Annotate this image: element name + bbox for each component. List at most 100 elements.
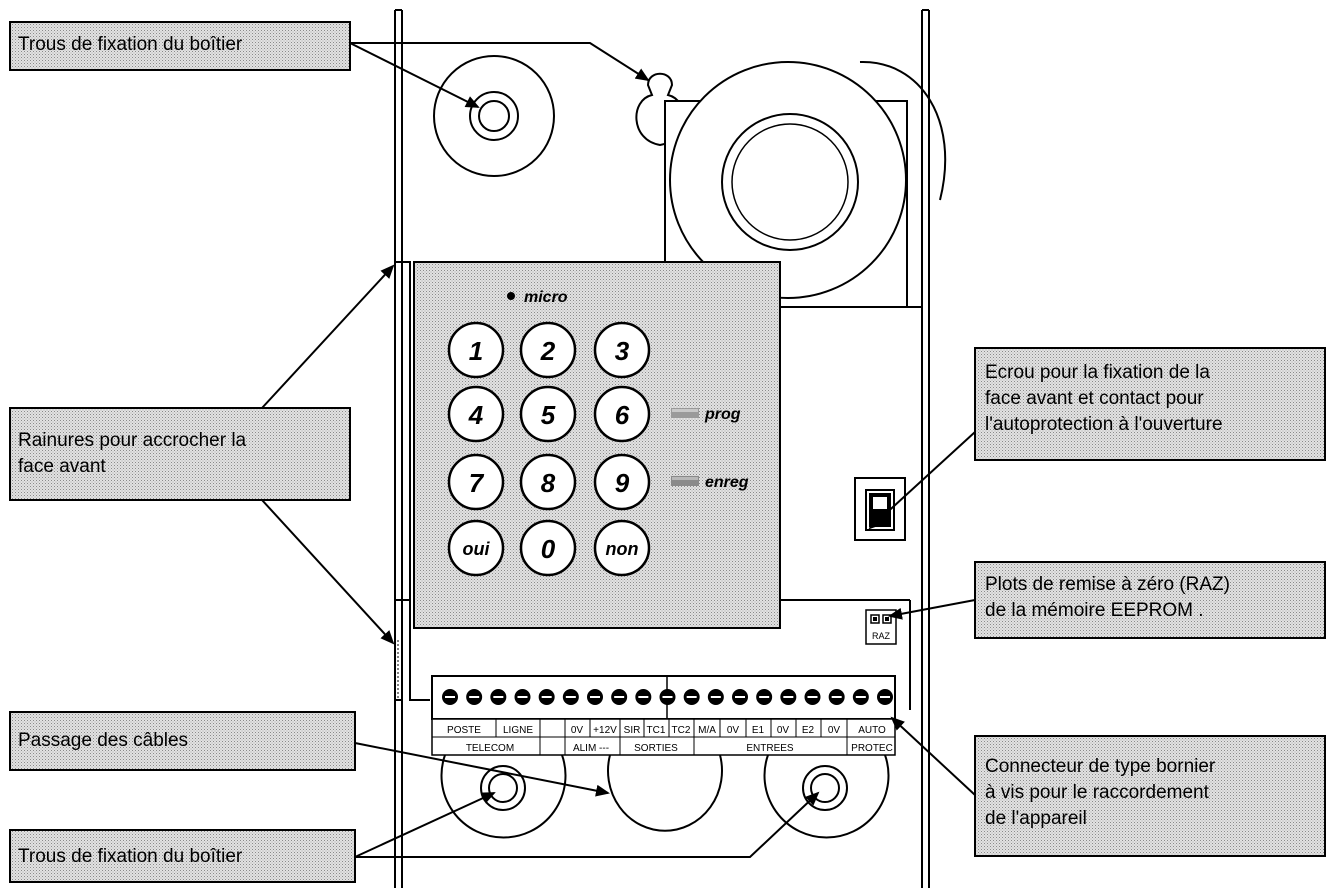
term-label-12v: +12V (593, 725, 617, 736)
enreg-label: enreg (705, 474, 749, 491)
term-label-auto: AUTO (858, 725, 886, 736)
micro-dot (507, 292, 515, 300)
terminal-screw (538, 689, 555, 705)
tamper-switch (854, 477, 906, 541)
term-label-e2: E2 (802, 725, 815, 736)
enclosure (394, 9, 930, 888)
fixation-hole-bottom-right (763, 754, 890, 839)
prog-label: prog (704, 406, 741, 423)
term-label-0v-d: 0V (828, 725, 841, 736)
terminal-screw (852, 689, 869, 705)
svg-text:de l'appareil: de l'appareil (985, 808, 1087, 829)
svg-text:face avant et contact pour: face avant et contact pour (985, 388, 1204, 409)
raz-label: RAZ (872, 631, 891, 641)
terminal-screw (707, 689, 724, 705)
prog-led: prog (671, 406, 741, 423)
callout-ecrou: Ecrou pour la fixation de la face avant … (974, 347, 1326, 461)
svg-text:0: 0 (541, 534, 556, 564)
terminal-screw (659, 689, 676, 705)
terminal-screw (804, 689, 821, 705)
svg-text:face avant: face avant (18, 456, 106, 477)
svg-text:Ecrou pour la fixation de la: Ecrou pour la fixation de la (985, 362, 1210, 383)
svg-text:Trous de fixation du boîtier: Trous de fixation du boîtier (18, 34, 243, 55)
terminal-screws (442, 689, 893, 705)
svg-text:Connecteur de type bornier: Connecteur de type bornier (985, 756, 1216, 777)
fixation-hole-top-left (433, 55, 555, 177)
term-label-0v-c: 0V (777, 725, 790, 736)
svg-text:non: non (606, 539, 639, 559)
svg-text:8: 8 (541, 468, 556, 498)
speaker (664, 60, 947, 308)
svg-text:oui: oui (463, 539, 491, 559)
key-2[interactable]: 2 (519, 321, 577, 379)
terminal-screw (756, 689, 773, 705)
svg-text:Trous de fixation du boîtier: Trous de fixation du boîtier (18, 846, 243, 867)
terminal-screw (490, 689, 507, 705)
svg-text:2: 2 (540, 336, 556, 366)
term-label-0v-a: 0V (571, 725, 584, 736)
term-group-entrees: ENTREES (746, 743, 794, 754)
svg-text:5: 5 (541, 400, 556, 430)
key-0[interactable]: 0 (519, 519, 577, 577)
term-label-0v-b: 0V (727, 725, 740, 736)
svg-text:6: 6 (615, 400, 630, 430)
fixation-hole-bottom-left (440, 754, 567, 839)
terminal-block: POSTE LIGNE 0V +12V SIR TC1 TC2 M/A 0V E… (431, 675, 896, 756)
key-4[interactable]: 4 (447, 385, 505, 443)
key-7[interactable]: 7 (447, 453, 505, 511)
svg-text:4: 4 (468, 400, 484, 430)
svg-text:Passage des câbles: Passage des câbles (18, 730, 188, 751)
callout-plots: Plots de remise à zéro (RAZ) de la mémoi… (974, 561, 1326, 639)
key-5[interactable]: 5 (519, 385, 577, 443)
keypad-keys[interactable]: 1 2 3 4 5 6 7 8 (447, 321, 651, 577)
cable-passage (607, 754, 723, 832)
term-group-sorties: SORTIES (634, 743, 678, 754)
callout-trous-top: Trous de fixation du boîtier (9, 21, 351, 71)
term-label-sir: SIR (624, 725, 641, 736)
key-6[interactable]: 6 (593, 385, 651, 443)
svg-text:9: 9 (615, 468, 630, 498)
term-label-tc2: TC2 (672, 725, 691, 736)
terminal-screw (466, 689, 483, 705)
key-3[interactable]: 3 (593, 321, 651, 379)
terminal-screw (828, 689, 845, 705)
svg-text:1: 1 (469, 336, 483, 366)
terminal-screw (442, 689, 458, 705)
key-non[interactable]: non (593, 519, 651, 577)
callout-rainures: Rainures pour accrocher la face avant (9, 407, 351, 501)
terminal-screw (635, 689, 652, 705)
enreg-led: enreg (671, 474, 749, 491)
callout-passage: Passage des câbles (9, 711, 356, 771)
terminal-screw (877, 689, 893, 705)
key-8[interactable]: 8 (519, 453, 577, 511)
term-label-poste: POSTE (447, 725, 481, 736)
callout-connecteur: Connecteur de type bornier à vis pour le… (974, 735, 1326, 857)
term-label-e1: E1 (752, 725, 765, 736)
key-oui[interactable]: oui (447, 519, 505, 577)
svg-text:de la mémoire EEPROM .: de la mémoire EEPROM . (985, 600, 1204, 621)
term-group-alim: ALIM --- (573, 743, 609, 754)
term-label-ligne: LIGNE (503, 725, 533, 736)
terminal-screw (683, 689, 700, 705)
micro-label: micro (524, 289, 568, 306)
terminal-screw (732, 689, 748, 705)
left-wall-rainures (394, 261, 411, 701)
terminal-screw (780, 689, 797, 705)
svg-text:7: 7 (469, 468, 485, 498)
terminal-screw (514, 689, 531, 705)
svg-text:Rainures pour accrocher la: Rainures pour accrocher la (18, 430, 247, 451)
leader-lines (261, 42, 976, 858)
terminal-screw (611, 689, 628, 705)
term-label-tc1: TC1 (647, 725, 666, 736)
svg-text:l'autoprotection à l'ouverture: l'autoprotection à l'ouverture (985, 414, 1223, 435)
term-group-telecom: TELECOM (466, 743, 514, 754)
svg-text:à vis pour le raccordement: à vis pour le raccordement (985, 782, 1210, 803)
terminal-screw (562, 689, 579, 705)
term-group-protec: PROTEC (851, 743, 893, 754)
key-9[interactable]: 9 (593, 453, 651, 511)
term-label-ma: M/A (698, 725, 716, 736)
terminal-screw (587, 689, 603, 705)
svg-text:3: 3 (615, 336, 630, 366)
key-1[interactable]: 1 (447, 321, 505, 379)
